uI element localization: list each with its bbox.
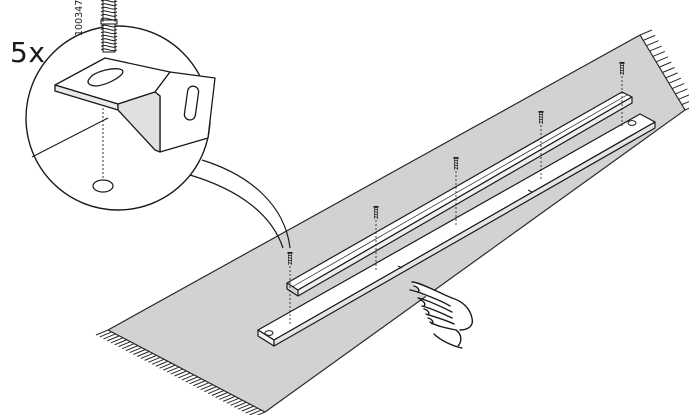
- detail-callout: [25, 0, 291, 249]
- screw-icon: [538, 111, 544, 180]
- l-bracket-icon: [54, 57, 216, 153]
- rug-fringe: [95, 29, 689, 415]
- screw-icon: [287, 252, 293, 325]
- screw-icon: [619, 62, 625, 126]
- pointing-hand-icon: [409, 281, 474, 349]
- wall-rail-icon: [286, 91, 633, 297]
- quantity-label: 5x: [10, 36, 46, 69]
- screw-icon: [373, 206, 379, 272]
- screw-icon: [100, 0, 118, 53]
- floor-hole: [92, 179, 114, 193]
- board-icon: [257, 113, 656, 347]
- screw-set: [287, 62, 625, 325]
- part-number: 100347: [74, 0, 85, 36]
- screw-icon: [453, 157, 459, 226]
